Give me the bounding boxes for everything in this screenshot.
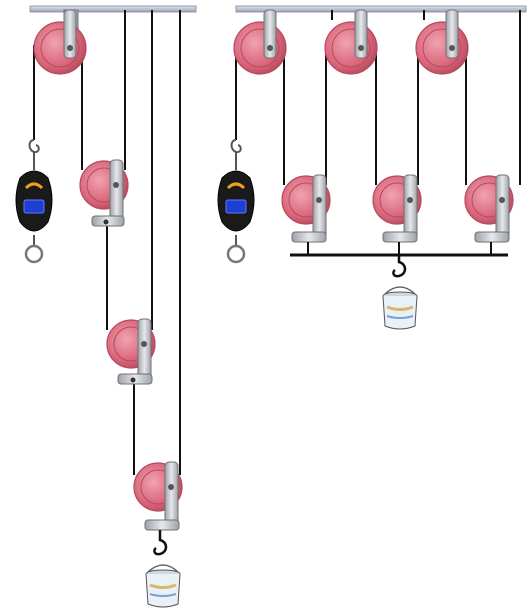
spring-scale-icon — [15, 139, 53, 264]
left-load-hook-icon — [153, 530, 168, 556]
bucket-icon — [145, 564, 181, 608]
left-movable-pulley-3 — [133, 461, 183, 531]
right-fixed-pulley-1 — [233, 9, 287, 75]
right-ropes — [235, 10, 521, 185]
left-movable-pulley-2 — [106, 318, 156, 385]
right-pulley-system — [217, 9, 521, 330]
right-fixed-pulley-3 — [415, 9, 469, 75]
left-fixed-pulley — [33, 9, 87, 75]
right-load-hook-icon — [392, 255, 407, 278]
right-movable-pulley-2 — [372, 174, 422, 254]
right-movable-pulley-3 — [464, 174, 514, 254]
left-movable-pulley-1 — [79, 159, 129, 227]
ceiling-bar-right — [235, 5, 527, 13]
right-movable-pulley-1 — [281, 174, 331, 254]
left-ropes — [33, 10, 181, 475]
spring-scale-icon — [217, 139, 255, 264]
right-fixed-pulley-2 — [324, 9, 378, 75]
ceiling-bar-left — [29, 5, 197, 13]
bucket-icon — [382, 286, 418, 330]
left-pulley-system — [15, 9, 183, 608]
